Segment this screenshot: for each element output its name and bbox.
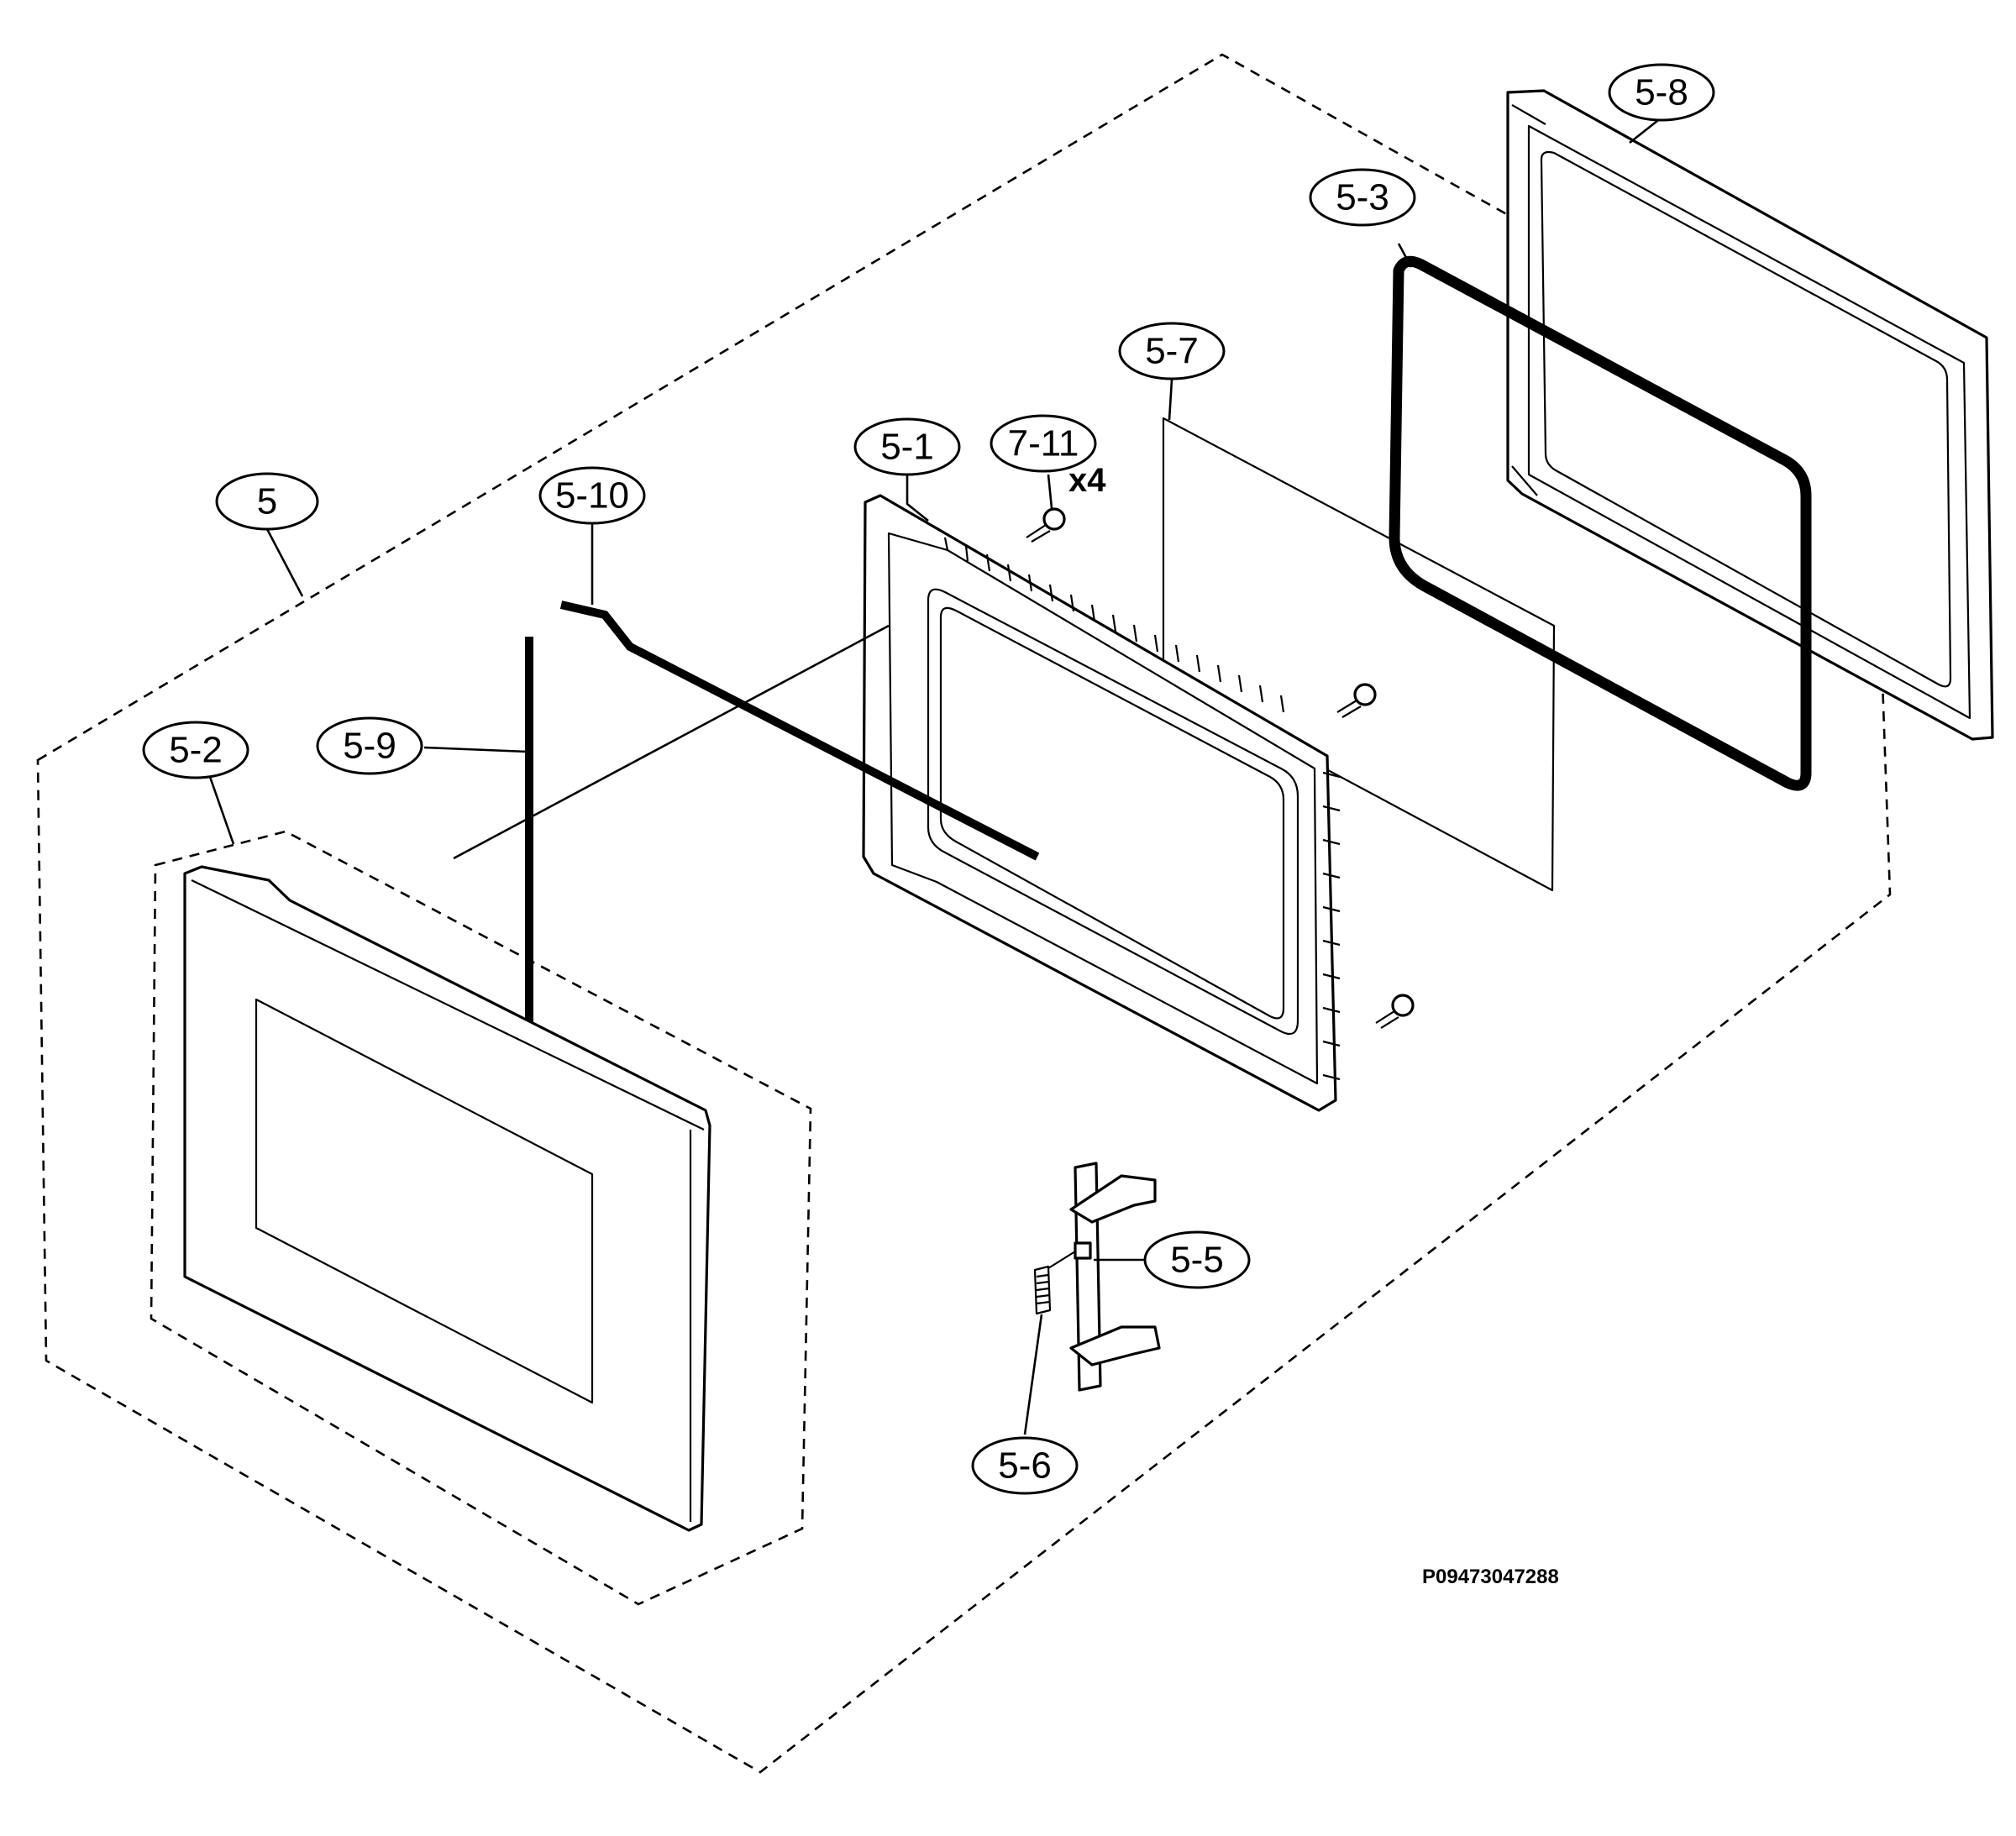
callout-5-9-label: 5-9 xyxy=(343,726,396,767)
callout-5-1: 5-1 xyxy=(853,417,961,476)
callout-5-2: 5-2 xyxy=(142,721,249,779)
screw-7-11-bottom xyxy=(1375,994,1415,1029)
callout-5-7: 5-7 xyxy=(1118,322,1226,380)
callout-7-11-label: 7-11 xyxy=(1008,423,1079,464)
screw-7-11-mid xyxy=(1336,683,1377,718)
callout-5-6: 5-6 xyxy=(971,1436,1079,1495)
callout-5-3-label: 5-3 xyxy=(1336,177,1389,218)
quantity-note: x4 xyxy=(1068,462,1106,499)
callout-5-6-label: 5-6 xyxy=(998,1445,1052,1487)
callout-5-8-label: 5-8 xyxy=(1635,72,1688,113)
callout-5-9: 5-9 xyxy=(316,716,423,775)
callout-5: 5 xyxy=(215,472,319,531)
callout-7-11: 7-11 xyxy=(990,414,1097,473)
screw-7-11-top xyxy=(1026,507,1066,543)
part-5-10-strip xyxy=(559,601,1040,861)
part-5-5-latch-hook xyxy=(1069,1162,1161,1392)
callout-5-2-label: 5-2 xyxy=(169,730,223,771)
callout-5-1-label: 5-1 xyxy=(880,427,934,468)
callout-5-7-label: 5-7 xyxy=(1145,331,1199,372)
callout-5-3: 5-3 xyxy=(1309,168,1416,227)
assembly-boundary-5 xyxy=(36,53,1892,1774)
alignment-line xyxy=(453,624,890,860)
part-5-8-rear-frame xyxy=(1506,89,1994,741)
assembly-boundary-5-2 xyxy=(150,830,812,1606)
callout-5-10-label: 5-10 xyxy=(555,475,629,517)
part-5-6-spring xyxy=(1033,1251,1076,1315)
part-5-3-gasket xyxy=(1389,255,1812,791)
callout-5-8: 5-8 xyxy=(1608,63,1715,122)
part-5-2-front-panel xyxy=(183,865,711,1532)
drawing-code: P09473047288 xyxy=(1422,1566,1559,1588)
callout-5-5: 5-5 xyxy=(1143,1230,1251,1289)
callout-5-10: 5-10 xyxy=(538,466,646,525)
leader-lines xyxy=(208,116,1662,1435)
part-5-7-window-sheet xyxy=(1162,417,1556,892)
callout-5-label: 5 xyxy=(257,481,277,522)
callout-5-5-label: 5-5 xyxy=(1170,1240,1224,1281)
part-5-1-inner-frame xyxy=(862,494,1341,1112)
